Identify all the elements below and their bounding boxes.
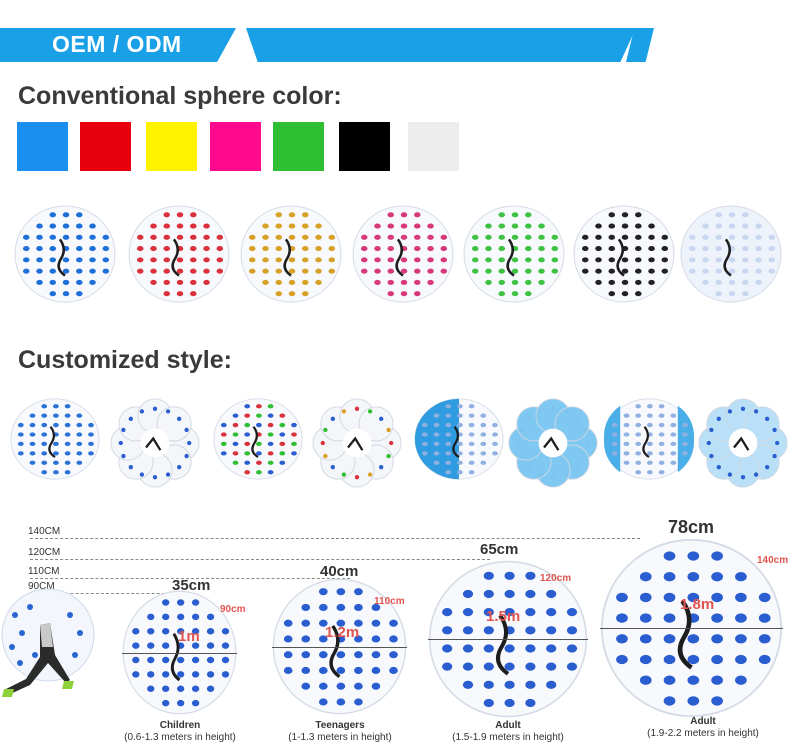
size-caption: Adult(1.9-2.2 meters in height) [623, 716, 783, 740]
height-mark-line [30, 538, 640, 539]
size-caption-range: (0.6-1.3 meters in height) [124, 732, 236, 743]
flower-ball [508, 398, 598, 488]
color-swatch [339, 122, 390, 171]
bubble-ball [680, 205, 782, 303]
height-mark-label: 140CM [28, 526, 61, 537]
color-swatch [17, 122, 68, 171]
bubble-ball [240, 205, 342, 303]
banner-title: OEM / ODM [52, 31, 182, 57]
width-measure-line [428, 639, 588, 640]
width-label: 1.8m [680, 596, 715, 613]
width-measure-line [272, 646, 407, 648]
diameter-label: 40cm [320, 563, 359, 580]
height-label: 90cm [220, 604, 246, 615]
height-mark-line [30, 578, 350, 579]
height-label: 140cm [757, 555, 789, 566]
color-swatch [146, 122, 197, 171]
flower-ball [110, 398, 200, 488]
size-caption-range: (1.5-1.9 meters in height) [452, 732, 564, 743]
size-caption: Teenagers(1-1.3 meters in height) [260, 720, 420, 744]
height-label: 120cm [540, 573, 572, 584]
size-caption-title: Adult [495, 720, 521, 731]
size-caption-title: Adult [690, 716, 716, 727]
height-label: 110cm [374, 596, 405, 607]
width-label: 1.5m [486, 608, 521, 625]
banded-ball [604, 398, 694, 480]
banner-stripe-right [246, 28, 636, 62]
bubble-ball [213, 398, 303, 480]
width-label: 1m [178, 628, 200, 645]
banner-stripe-left [0, 28, 236, 62]
width-measure-line [600, 628, 783, 629]
flower-ball [698, 398, 788, 488]
bubble-ball [463, 205, 565, 303]
diameter-label: 35cm [172, 577, 211, 594]
height-mark-label: 110CM [28, 566, 60, 577]
size-ball [272, 578, 407, 715]
size-caption: Adult(1.5-1.9 meters in height) [428, 720, 588, 744]
color-swatch [408, 122, 459, 171]
size-caption-title: Teenagers [315, 720, 365, 731]
bubble-ball [10, 398, 100, 480]
bubble-ball [14, 205, 116, 303]
color-swatch [273, 122, 324, 171]
height-mark-line [30, 593, 190, 594]
colors-heading: Conventional sphere color: [18, 82, 342, 110]
size-caption-title: Children [159, 720, 201, 731]
width-measure-line [122, 652, 237, 654]
diameter-label: 78cm [668, 517, 715, 537]
custom-heading: Customized style: [18, 346, 232, 374]
flower-ball [312, 398, 402, 488]
player-in-ball-image [1, 588, 95, 697]
width-label: 1.2m [325, 624, 360, 641]
size-caption: Children(0.6-1.3 meters in height) [100, 720, 260, 744]
diameter-label: 65cm [480, 541, 519, 558]
color-swatch [210, 122, 261, 171]
bubble-ball [128, 205, 230, 303]
bubble-ball [573, 205, 675, 303]
half-blue-ball [414, 398, 504, 480]
color-swatch [80, 122, 131, 171]
banner: OEM / ODM [0, 28, 660, 62]
size-caption-range: (1.9-2.2 meters in height) [647, 728, 759, 739]
height-mark-label: 90CM [28, 581, 55, 592]
height-mark-label: 120CM [28, 547, 61, 558]
size-caption-range: (1-1.3 meters in height) [288, 732, 392, 743]
bubble-ball [352, 205, 454, 303]
height-mark-line [30, 559, 490, 560]
